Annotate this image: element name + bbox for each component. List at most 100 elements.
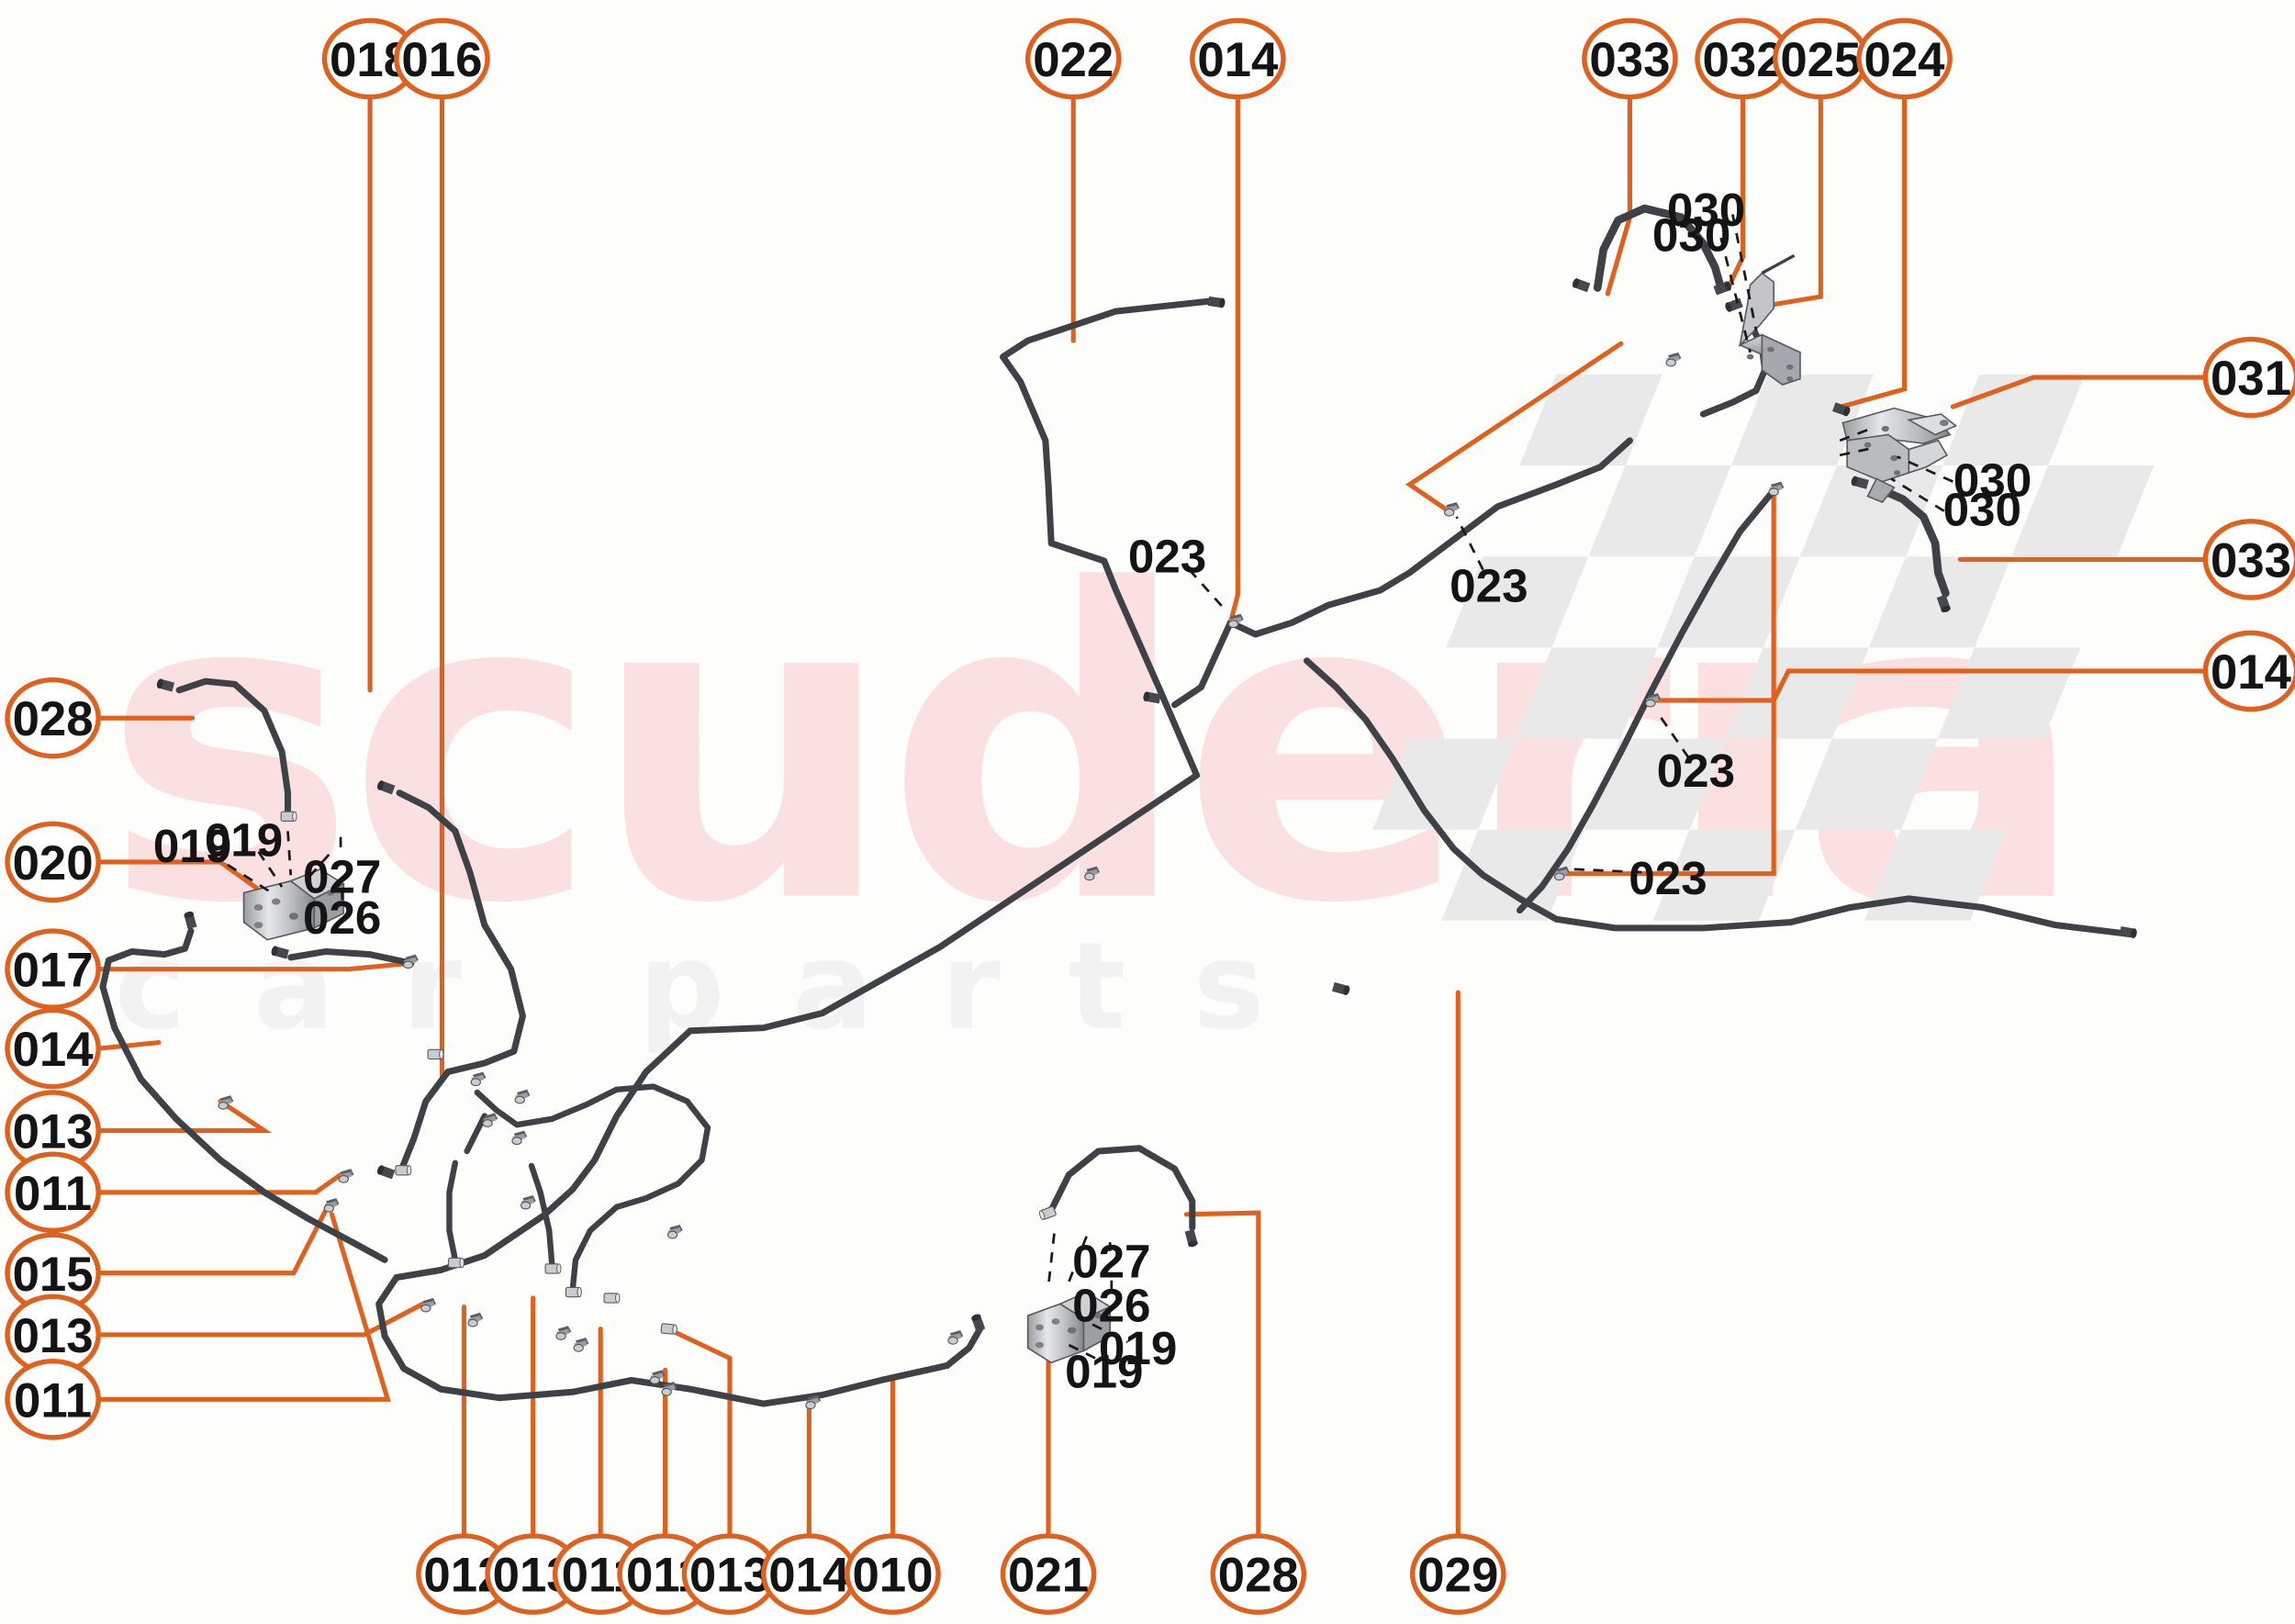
- callout-013[interactable]: 013: [5, 1294, 101, 1376]
- callout-ring: [1024, 17, 1122, 100]
- inline-label-026: 026: [1072, 1279, 1150, 1331]
- inline-label-030: 030: [1954, 454, 2032, 507]
- callout-031[interactable]: 031: [2202, 336, 2295, 419]
- callout-029[interactable]: 029: [1409, 1533, 1506, 1615]
- callout-ring: [394, 17, 490, 100]
- inline-label-023: 023: [1657, 745, 1735, 797]
- callout-ring: [5, 1151, 101, 1234]
- callout-label: 010: [852, 1549, 933, 1603]
- brake-lines: [99, 204, 2132, 1407]
- callout-ring: [1190, 17, 1286, 100]
- bracket-031-dashed-leaders: [1839, 427, 1954, 512]
- callout-ring: [1210, 1533, 1307, 1615]
- callout-label: 014: [13, 1023, 95, 1077]
- callout-021[interactable]: 021: [1000, 1533, 1097, 1615]
- callout-014[interactable]: 014: [5, 1007, 101, 1090]
- callout-ring: [1000, 1533, 1097, 1615]
- callout-label: 016: [401, 33, 482, 87]
- callout-label: 014: [768, 1549, 850, 1603]
- callout-014[interactable]: 014: [761, 1533, 857, 1615]
- callout-ring: [2202, 519, 2295, 600]
- callout-ring: [5, 928, 101, 1010]
- callout-label: 014: [2211, 645, 2292, 700]
- callout-label: 013: [13, 1309, 94, 1363]
- callout-ring: [5, 677, 101, 759]
- bracket-020-dashed-leaders: [210, 831, 344, 905]
- callout-028[interactable]: 028: [5, 677, 101, 759]
- bracket-032: [1738, 253, 1802, 386]
- inline-label-023: 023: [1128, 531, 1206, 583]
- callout-ring: [845, 1533, 941, 1615]
- callout-013[interactable]: 013: [5, 1090, 101, 1171]
- callout-ring: [1409, 1533, 1506, 1615]
- inline-label-023: 023: [1629, 852, 1707, 904]
- callout-label: 024: [1864, 33, 1945, 87]
- callout-label: 029: [1417, 1549, 1498, 1603]
- callout-017[interactable]: 017: [5, 928, 101, 1010]
- callout-011[interactable]: 011: [5, 1358, 101, 1440]
- callout-025[interactable]: 025: [1773, 17, 1869, 100]
- svg-text:car parts: car parts: [115, 916, 1333, 1057]
- callout-label: 022: [1033, 33, 1114, 87]
- inline-part-labels: 0230230230230300300300300190190270260270…: [153, 184, 2032, 1397]
- inline-label-030: 030: [1652, 208, 1730, 261]
- callout-label: 025: [1780, 33, 1861, 87]
- callout-015[interactable]: 015: [5, 1232, 101, 1315]
- callout-label: 028: [13, 692, 94, 746]
- callout-010[interactable]: 010: [845, 1533, 941, 1615]
- bolt-023-dashed-leaders: [1188, 516, 1690, 874]
- bracket-032-dashed-leaders: [1719, 214, 1758, 353]
- callout-label: 033: [2211, 533, 2291, 588]
- bracket-020: [242, 868, 345, 941]
- callout-033[interactable]: 033: [1582, 17, 1678, 100]
- inline-label-027: 027: [1072, 1235, 1150, 1287]
- callout-020[interactable]: 020: [5, 821, 101, 903]
- inline-label-030: 030: [1667, 184, 1745, 236]
- callout-bubbles-right[interactable]: 031 033 014: [2202, 336, 2295, 712]
- callout-ring: [1582, 17, 1678, 100]
- callout-018[interactable]: 018: [321, 17, 419, 100]
- bracket-021: [1026, 1291, 1112, 1364]
- inline-label-023: 023: [1450, 560, 1528, 612]
- leader-lines: [97, 88, 2208, 1544]
- callout-label: 033: [1589, 33, 1670, 87]
- inline-label-019: 019: [1065, 1345, 1143, 1397]
- inline-label-019: 019: [1099, 1322, 1177, 1374]
- callout-014[interactable]: 014: [2202, 630, 2295, 712]
- callout-label: 013: [689, 1549, 770, 1603]
- callout-label: 021: [1008, 1549, 1089, 1603]
- callout-012[interactable]: 012: [416, 1533, 512, 1615]
- callout-033[interactable]: 033: [2202, 519, 2295, 600]
- callout-013[interactable]: 013: [681, 1533, 778, 1615]
- bracket-031: [1842, 407, 1958, 503]
- inline-label-019: 019: [205, 813, 283, 866]
- callout-016[interactable]: 016: [394, 17, 490, 100]
- callout-label: 032: [1703, 33, 1784, 87]
- callout-label: 028: [1218, 1549, 1299, 1603]
- callout-ring: [5, 1007, 101, 1090]
- callout-024[interactable]: 024: [1856, 17, 1953, 100]
- inline-label-030: 030: [1943, 484, 2021, 536]
- callout-028[interactable]: 028: [1210, 1533, 1307, 1615]
- bracket-021-dashed-leaders: [1047, 1233, 1129, 1364]
- callout-014[interactable]: 014: [1190, 17, 1286, 100]
- inline-label-027: 027: [303, 850, 381, 902]
- callout-ring: [2202, 630, 2295, 712]
- callout-ring: [2202, 336, 2295, 419]
- callout-label: 020: [13, 836, 94, 890]
- inline-label-026: 026: [303, 891, 381, 944]
- callout-label: 013: [13, 1105, 94, 1159]
- callout-011[interactable]: 011: [5, 1151, 101, 1234]
- callout-022[interactable]: 022: [1024, 17, 1122, 100]
- callout-label: 031: [2211, 352, 2291, 406]
- inline-label-019: 019: [153, 820, 231, 872]
- callout-label: 011: [14, 1373, 92, 1428]
- callout-label: 014: [1197, 33, 1279, 87]
- callout-label: 011: [14, 1167, 92, 1221]
- callout-ring: [1856, 17, 1953, 100]
